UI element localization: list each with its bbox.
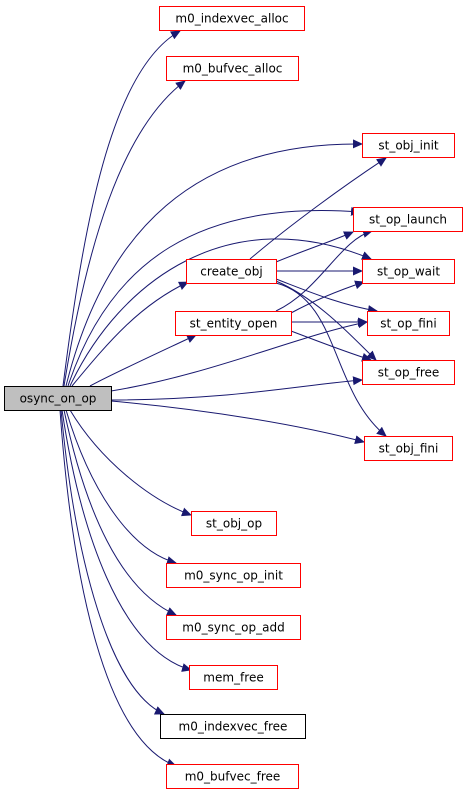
node-box-st-op-wait[interactable] [362, 259, 455, 284]
node-box-mem-free[interactable] [189, 665, 278, 690]
node-box-st-op-free[interactable] [362, 360, 455, 385]
node-st-obj-init[interactable]: st_obj_init [362, 133, 455, 158]
node-label-m0-bufvec-free: m0_bufvec_free [185, 770, 281, 784]
edge-osync-on-op-to-st-obj-op [69, 409, 192, 517]
node-label-mem-free: mem_free [203, 671, 263, 685]
edge-osync-on-op-to-st-obj-init [65, 139, 363, 387]
node-box-m0-indexvec-free[interactable] [160, 714, 306, 739]
node-m0-indexvec-alloc[interactable]: m0_indexvec_alloc [159, 6, 305, 31]
edge-st-entity-open-to-st-op-wait [290, 280, 365, 314]
edge-osync-on-op-to-create-obj [71, 281, 189, 387]
node-label-create-obj: create_obj [200, 265, 262, 279]
node-box-st-obj-init[interactable] [362, 133, 455, 158]
node-box-st-op-launch[interactable] [353, 207, 463, 232]
node-label-osync-on-op: osync_on_op [20, 392, 97, 406]
node-box-m0-indexvec-alloc[interactable] [159, 6, 305, 31]
node-box-m0-bufvec-free[interactable] [166, 764, 299, 789]
edge-osync-on-op-to-m0-bufvec-free [59, 409, 177, 768]
node-st-op-launch[interactable]: st_op_launch [353, 207, 463, 232]
node-box-create-obj[interactable] [186, 259, 277, 284]
edge-osync-on-op-to-st-op-fini [110, 319, 368, 392]
node-label-st-op-launch: st_op_launch [369, 213, 447, 227]
node-label-m0-sync-op-add: m0_sync_op_add [182, 621, 284, 635]
node-st-op-wait[interactable]: st_op_wait [362, 259, 455, 284]
edge-osync-on-op-to-m0-indexvec-free [60, 409, 165, 715]
node-st-obj-fini[interactable]: st_obj_fini [364, 436, 453, 461]
node-m0-bufvec-free[interactable]: m0_bufvec_free [166, 764, 299, 789]
node-box-st-obj-fini[interactable] [364, 436, 453, 461]
edge-osync-on-op-to-m0-bufvec-alloc [63, 80, 186, 387]
node-m0-bufvec-alloc[interactable]: m0_bufvec_alloc [166, 56, 299, 81]
node-label-st-obj-init: st_obj_init [378, 139, 439, 153]
edge-create-obj-to-st-obj-fini [275, 282, 387, 437]
edge-osync-on-op-to-m0-indexvec-alloc [62, 30, 181, 387]
node-label-st-obj-op: st_obj_op [206, 517, 262, 531]
edge-osync-on-op-to-st-op-launch [67, 206, 361, 387]
edge-osync-on-op-to-mem-free [61, 409, 192, 672]
node-st-obj-op[interactable]: st_obj_op [191, 511, 277, 536]
node-box-st-entity-open[interactable] [175, 311, 292, 336]
node-box-st-obj-op[interactable] [191, 511, 277, 536]
edge-create-obj-to-st-op-launch [275, 231, 354, 263]
node-box-osync-on-op[interactable] [4, 386, 112, 411]
node-create-obj[interactable]: create_obj [186, 259, 277, 284]
node-st-op-fini[interactable]: st_op_fini [367, 311, 450, 336]
edge-create-obj-to-st-obj-init [249, 157, 387, 260]
node-box-m0-sync-op-add[interactable] [166, 615, 301, 640]
node-box-m0-sync-op-init[interactable] [166, 563, 301, 588]
node-st-op-free[interactable]: st_op_free [362, 360, 455, 385]
node-label-st-op-free: st_op_free [378, 366, 440, 380]
node-mem-free[interactable]: mem_free [189, 665, 278, 690]
node-label-m0-sync-op-init: m0_sync_op_init [184, 569, 283, 583]
node-label-m0-bufvec-alloc: m0_bufvec_alloc [183, 62, 283, 76]
node-label-st-op-fini: st_op_fini [380, 317, 436, 331]
node-osync-on-op[interactable]: osync_on_op [4, 386, 112, 411]
node-st-entity-open[interactable]: st_entity_open [175, 311, 292, 336]
node-label-st-op-wait: st_op_wait [377, 265, 440, 279]
edge-osync-on-op-to-m0-sync-op-init [65, 409, 177, 565]
node-m0-sync-op-init[interactable]: m0_sync_op_init [166, 563, 301, 588]
edge-osync-on-op-to-st-op-free [110, 376, 363, 401]
edge-create-obj-to-st-op-fini [275, 278, 378, 314]
node-box-st-op-fini[interactable] [367, 311, 450, 336]
edge-osync-on-op-to-m0-sync-op-add [63, 409, 177, 616]
node-m0-sync-op-add[interactable]: m0_sync_op_add [166, 615, 301, 640]
node-label-m0-indexvec-free: m0_indexvec_free [179, 720, 288, 734]
node-label-st-entity-open: st_entity_open [190, 317, 278, 331]
nodes-layer: osync_on_op m0_indexvec_alloc m0_bufvec_al… [4, 6, 463, 789]
node-label-st-obj-fini: st_obj_fini [379, 442, 439, 456]
edge-osync-on-op-to-st-entity-open [89, 334, 197, 387]
edge-st-entity-open-to-st-op-free [290, 330, 372, 362]
node-label-m0-indexvec-alloc: m0_indexvec_alloc [175, 12, 288, 26]
edge-osync-on-op-to-st-obj-fini [110, 400, 365, 445]
node-box-m0-bufvec-alloc[interactable] [166, 56, 299, 81]
edge-st-entity-open-to-st-op-launch [275, 229, 373, 312]
node-m0-indexvec-free[interactable]: m0_indexvec_free [160, 714, 306, 739]
